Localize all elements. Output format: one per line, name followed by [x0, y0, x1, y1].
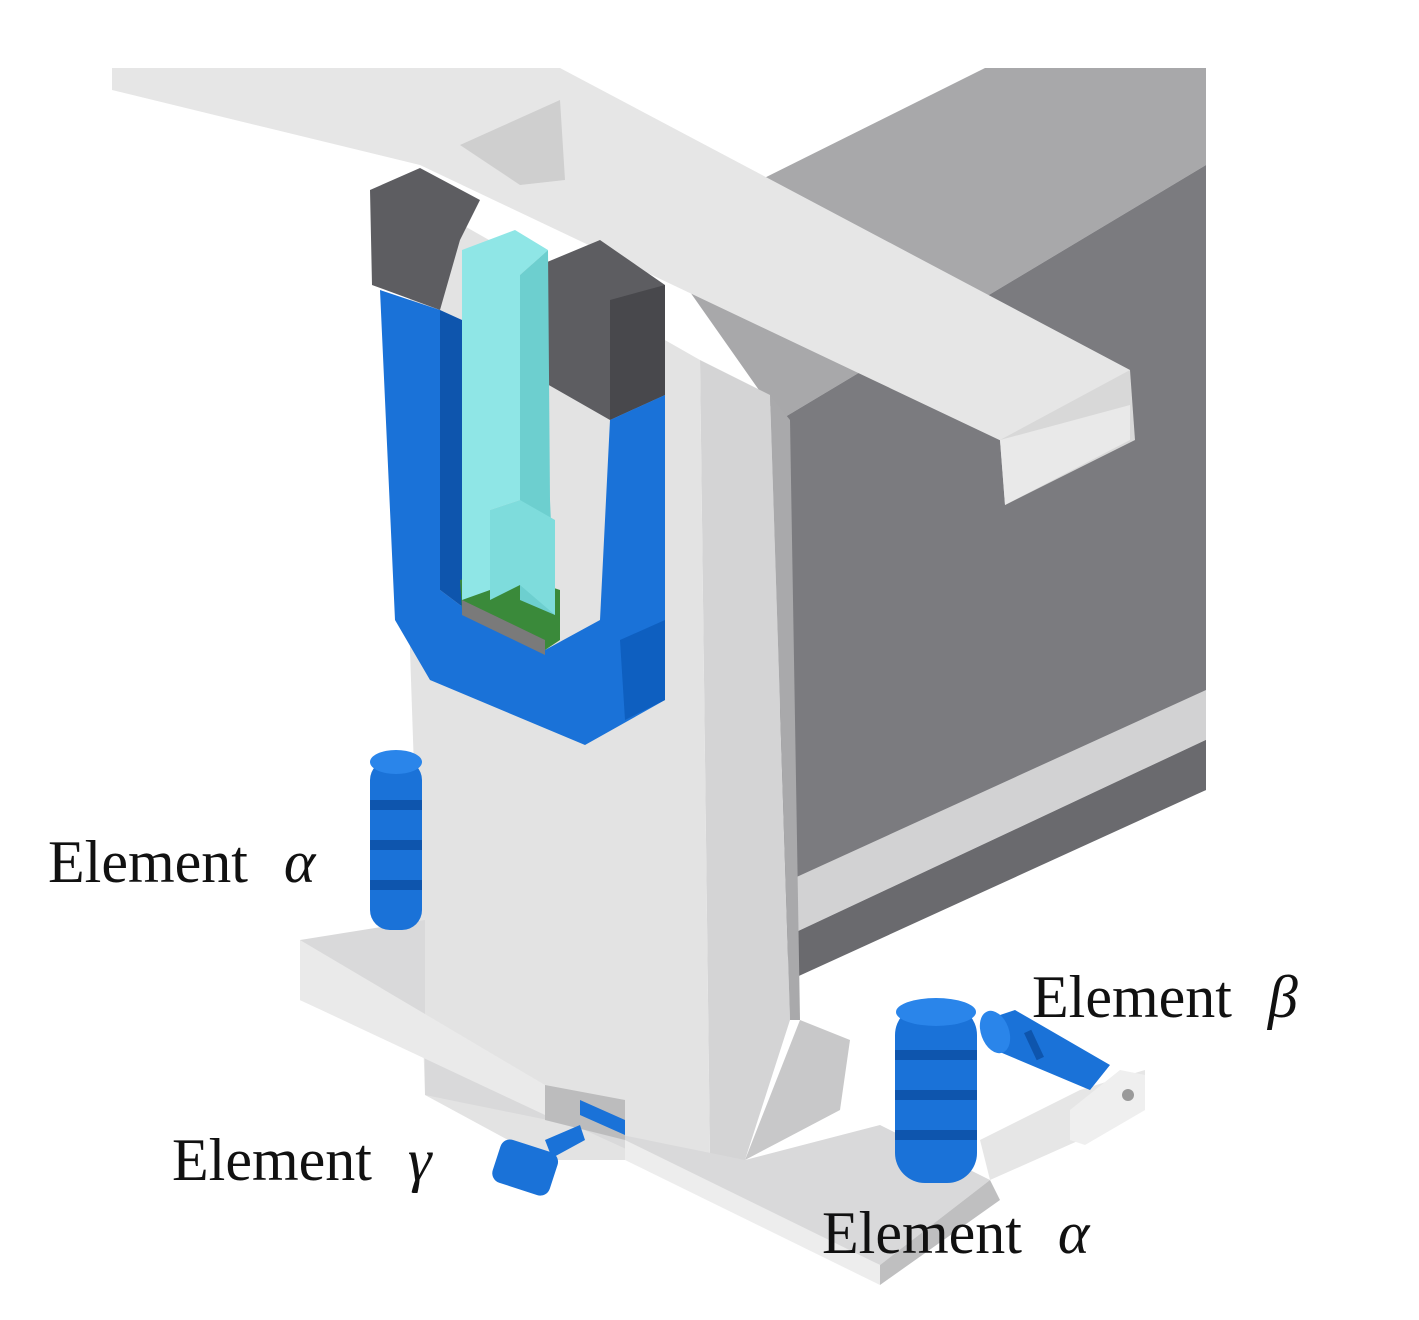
beta-bracket-hole: [1122, 1089, 1134, 1101]
seat-plate: [462, 600, 545, 655]
alpha-right-cap: [896, 998, 976, 1026]
right-leg: [700, 360, 800, 1160]
label-element-beta: Element β: [1032, 967, 1298, 1027]
label-symbol: β: [1267, 964, 1298, 1030]
gamma-rod: [580, 1100, 625, 1135]
element-gamma: [492, 1100, 625, 1196]
alpha-left-cap: [370, 750, 422, 774]
label-text: Element: [172, 1127, 372, 1193]
clamp-blocks: [370, 168, 665, 420]
cyan-slider-tip: [490, 500, 555, 615]
label-text: Element: [1032, 964, 1232, 1030]
base-plate-top: [300, 920, 990, 1265]
element-beta: [979, 1010, 1145, 1180]
label-element-alpha-left: Element α: [48, 832, 315, 892]
label-symbol: γ: [407, 1127, 432, 1193]
base-plate-front-right: [625, 1140, 880, 1285]
top-beam-end-face: [1000, 405, 1130, 505]
element-alpha-left: [370, 750, 422, 930]
gamma-block: [492, 1139, 559, 1196]
base-plate-right-top: [745, 1020, 850, 1160]
clamp-block-left: [370, 168, 480, 310]
alpha-left-groove-3: [370, 880, 422, 890]
label-symbol: α: [283, 829, 316, 895]
beta-cylinder: [985, 1010, 1110, 1090]
rear-housing-rail: [790, 690, 1206, 935]
blue-housing-inner-shade: [440, 310, 545, 650]
label-text: Element: [822, 1200, 1022, 1266]
blue-housing-foot: [620, 620, 665, 720]
top-beam-side: [460, 100, 565, 185]
clamp-block-right-face: [610, 285, 665, 420]
alpha-right-groove-3: [895, 1130, 977, 1140]
beta-bracket-ear: [1070, 1070, 1145, 1145]
beta-cylinder-band: [1024, 1029, 1044, 1061]
alpha-right-groove-1: [895, 1050, 977, 1060]
rear-housing-rail-shadow: [790, 740, 1206, 980]
base-plate: [300, 920, 1000, 1285]
label-element-gamma: Element γ: [172, 1130, 432, 1190]
blue-housing-body: [380, 290, 665, 745]
base-plate-front: [300, 940, 545, 1115]
cyan-slider-front: [462, 230, 548, 600]
element-alpha-right: [895, 998, 977, 1183]
right-leg-dark: [770, 395, 800, 1020]
label-symbol: α: [1057, 1200, 1090, 1266]
beta-cylinder-end: [979, 1010, 1011, 1054]
cyan-slider: [462, 230, 555, 615]
label-text: Element: [48, 829, 248, 895]
alpha-left-groove-2: [370, 840, 422, 850]
right-leg-face: [700, 360, 790, 1160]
blue-u-housing: [380, 290, 665, 745]
alpha-left-groove-1: [370, 800, 422, 810]
label-element-alpha-right: Element α: [822, 1203, 1089, 1263]
alpha-right-groove-2: [895, 1090, 977, 1100]
base-plate-side: [880, 1180, 1000, 1285]
gamma-link: [545, 1125, 585, 1158]
